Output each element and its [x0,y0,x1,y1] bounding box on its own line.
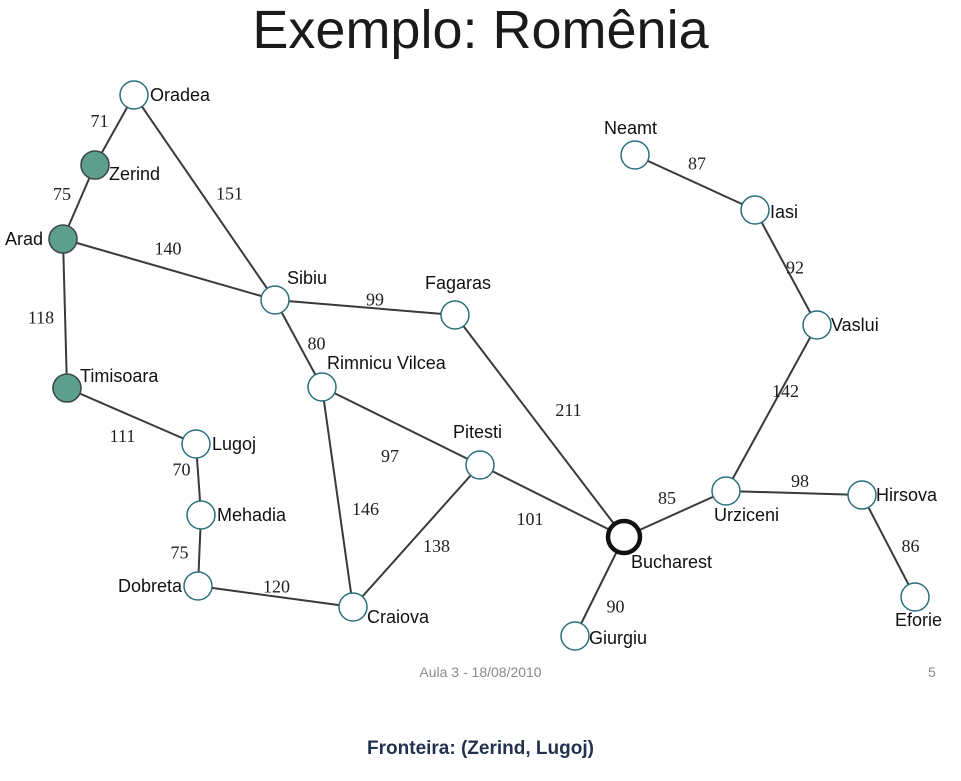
edge-cost-label: 211 [555,400,581,420]
node-mehadia [186,500,216,530]
city-label-vaslui: Vaslui [831,315,879,335]
edge-cost-label: 92 [786,258,804,278]
city-label-hirsova: Hirsova [876,485,938,505]
edge-cost-label: 97 [381,446,399,466]
city-label-bucharest: Bucharest [631,552,712,572]
edge-cost-label: 138 [423,536,450,556]
edge-fagaras-bucharest [454,314,625,538]
city-label-sibiu: Sibiu [287,268,327,288]
edge-vaslui-iasi [754,209,818,326]
node-giurgiu [560,621,590,651]
edge-arad-sibiu [62,238,276,301]
city-label-craiova: Craiova [367,607,430,627]
edge-cost-label: 118 [28,308,54,328]
page-number: 5 [928,664,936,680]
node-arad [48,224,78,254]
edge-cost-label: 120 [263,577,290,597]
edge-urziceni-vaslui [725,324,818,492]
city-label-dobreta: Dobreta [118,576,183,596]
city-label-fagaras: Fagaras [425,273,491,293]
node-craiova [338,592,368,622]
edge-arad-timisoara [62,238,68,389]
edge-cost-label: 90 [607,597,625,617]
city-label-lugoj: Lugoj [212,434,256,454]
edge-cost-label: 85 [658,488,676,508]
node-timisoara [52,373,82,403]
node-bucharest [605,518,643,556]
edge-cost-label: 75 [53,184,71,204]
city-label-oradea: Oradea [150,85,211,105]
node-iasi [740,195,770,225]
node-oradea [119,80,149,110]
node-vaslui [802,310,832,340]
edge-cost-label: 86 [902,536,920,556]
edge-cost-label: 71 [91,111,109,131]
edge-oradea-sibiu [133,94,276,301]
edge-cost-label: 142 [772,381,799,401]
city-label-neamt: Neamt [604,118,657,138]
node-neamt [620,140,650,170]
edge-cost-label: 99 [366,290,384,310]
city-label-pitesti: Pitesti [453,422,502,442]
city-label-arad: Arad [5,229,43,249]
edge-bucharest-giurgiu [574,536,625,637]
edges-layer [62,94,916,637]
edge-cost-label: 101 [517,509,544,529]
city-label-urziceni: Urziceni [714,505,779,525]
city-label-rimnicu: Rimnicu Vilcea [327,353,447,373]
city-label-zerind: Zerind [109,164,160,184]
node-eforie [900,582,930,612]
edge-cost-label: 80 [308,334,326,354]
edge-rimnicu-craiova [321,386,354,608]
edge-sibiu-fagaras [274,299,456,316]
frontier-caption: Fronteira: (Zerind, Lugoj) [367,738,594,759]
node-hirsova [847,480,877,510]
slide-footer: Aula 3 - 18/08/2010 [419,664,542,680]
edge-pitesti-bucharest [479,464,625,538]
edge-cost-label: 111 [110,426,136,446]
node-dobreta [183,571,213,601]
nodes-layer [48,80,930,651]
node-urziceni [711,476,741,506]
edge-craiova-pitesti [352,464,481,608]
edge-timisoara-lugoj [66,387,197,445]
edge-cost-label: 146 [352,499,379,519]
node-pitesti [465,450,495,480]
edge-iasi-neamt [634,154,756,211]
edge-cost-label: 75 [171,543,189,563]
slide-title: Exemplo: Romênia [252,0,709,60]
node-zerind [80,150,110,180]
edge-hirsova-eforie [861,494,916,598]
edge-bucharest-urziceni [623,490,727,538]
node-lugoj [181,429,211,459]
edge-cost-label: 140 [155,239,182,259]
edge-dobreta-craiova [197,585,354,608]
edge-cost-label: 87 [688,154,706,174]
city-label-eforie: Eforie [895,610,942,630]
node-sibiu [260,285,290,315]
edge-rimnicu-pitesti [321,386,481,466]
labels-layer: OradeaZerindAradTimisoaraLugojMehadiaDob… [5,85,942,648]
node-rimnicu [307,372,337,402]
edge-urziceni-hirsova [725,490,863,496]
edge-cost-label: 70 [173,460,191,480]
weights-layer: 71 75 151 140 118 111 70 75 120 99 80 97 146 138 211 10… [28,111,920,617]
city-label-giurgiu: Giurgiu [589,628,647,648]
city-label-timisoara: Timisoara [80,366,159,386]
city-label-mehadia: Mehadia [217,505,287,525]
city-label-iasi: Iasi [770,202,798,222]
node-fagaras [440,300,470,330]
edge-cost-label: 151 [216,184,243,204]
edge-sibiu-rimnicu [274,299,323,388]
edge-cost-label: 98 [791,471,809,491]
